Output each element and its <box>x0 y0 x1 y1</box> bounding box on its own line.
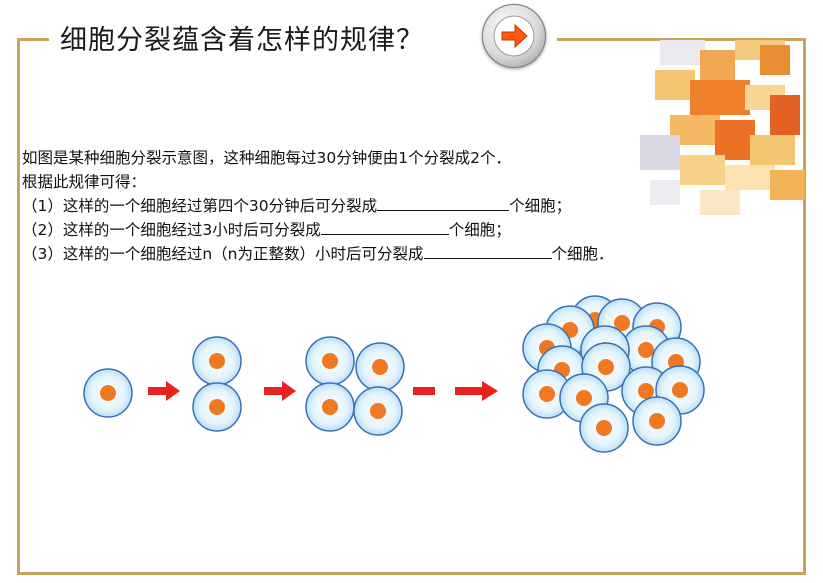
red-arrow-icon <box>264 381 296 401</box>
stage-4-cells <box>522 295 705 453</box>
question-3-suffix: 个细胞． <box>551 245 614 263</box>
cell-icon <box>83 368 133 418</box>
cell-icon <box>192 382 242 432</box>
cell-icon <box>355 342 405 392</box>
cell-division-diagram <box>83 295 705 453</box>
next-button[interactable] <box>482 4 546 68</box>
content-frame <box>17 38 806 575</box>
question-1-suffix: 个细胞； <box>509 197 572 215</box>
cell-icon <box>192 336 242 386</box>
red-dash <box>413 387 435 395</box>
stage-1-cells <box>83 368 133 418</box>
question-3-prefix: （3）这样的一个细胞经过n（n为正整数）小时后可分裂成 <box>22 245 424 263</box>
red-arrow-icon <box>455 381 498 401</box>
answer-blank-3[interactable] <box>423 242 552 259</box>
cell-icon <box>305 382 355 432</box>
cell-icon <box>305 336 355 386</box>
cell-icon <box>632 396 682 446</box>
question-2-suffix: 个细胞； <box>448 221 511 239</box>
frame-top-left-segment <box>17 38 49 41</box>
stage-2-cells <box>192 336 242 432</box>
arrow-right-icon <box>493 15 535 57</box>
problem-text: 如图是某种细胞分裂示意图，这种细胞每过30分钟便由1个分裂成2个． 根据此规律可… <box>22 146 614 266</box>
cell-icon <box>353 386 403 436</box>
cell-icon <box>579 403 629 453</box>
question-2: （2）这样的一个细胞经过3小时后可分裂成 个细胞； <box>22 218 614 242</box>
question-2-prefix: （2）这样的一个细胞经过3小时后可分裂成 <box>22 221 321 239</box>
frame-top-right-segment <box>557 38 806 41</box>
stacked-blocks-graphic <box>640 40 805 215</box>
stage-3-cells <box>305 336 405 436</box>
answer-blank-1[interactable] <box>377 194 510 211</box>
red-arrow-icon <box>148 381 180 401</box>
page-title: 细胞分裂蕴含着怎样的规律？ <box>60 25 424 56</box>
question-3: （3）这样的一个细胞经过n（n为正整数）小时后可分裂成 个细胞． <box>22 242 614 266</box>
problem-lead: 根据此规律可得： <box>22 173 147 191</box>
answer-blank-2[interactable] <box>320 218 449 235</box>
problem-intro: 如图是某种细胞分裂示意图，这种细胞每过30分钟便由1个分裂成2个． <box>22 149 511 167</box>
question-1-prefix: （1）这样的一个细胞经过第四个30分钟后可分裂成 <box>22 197 378 215</box>
question-1: （1）这样的一个细胞经过第四个30分钟后可分裂成 个细胞； <box>22 194 614 218</box>
